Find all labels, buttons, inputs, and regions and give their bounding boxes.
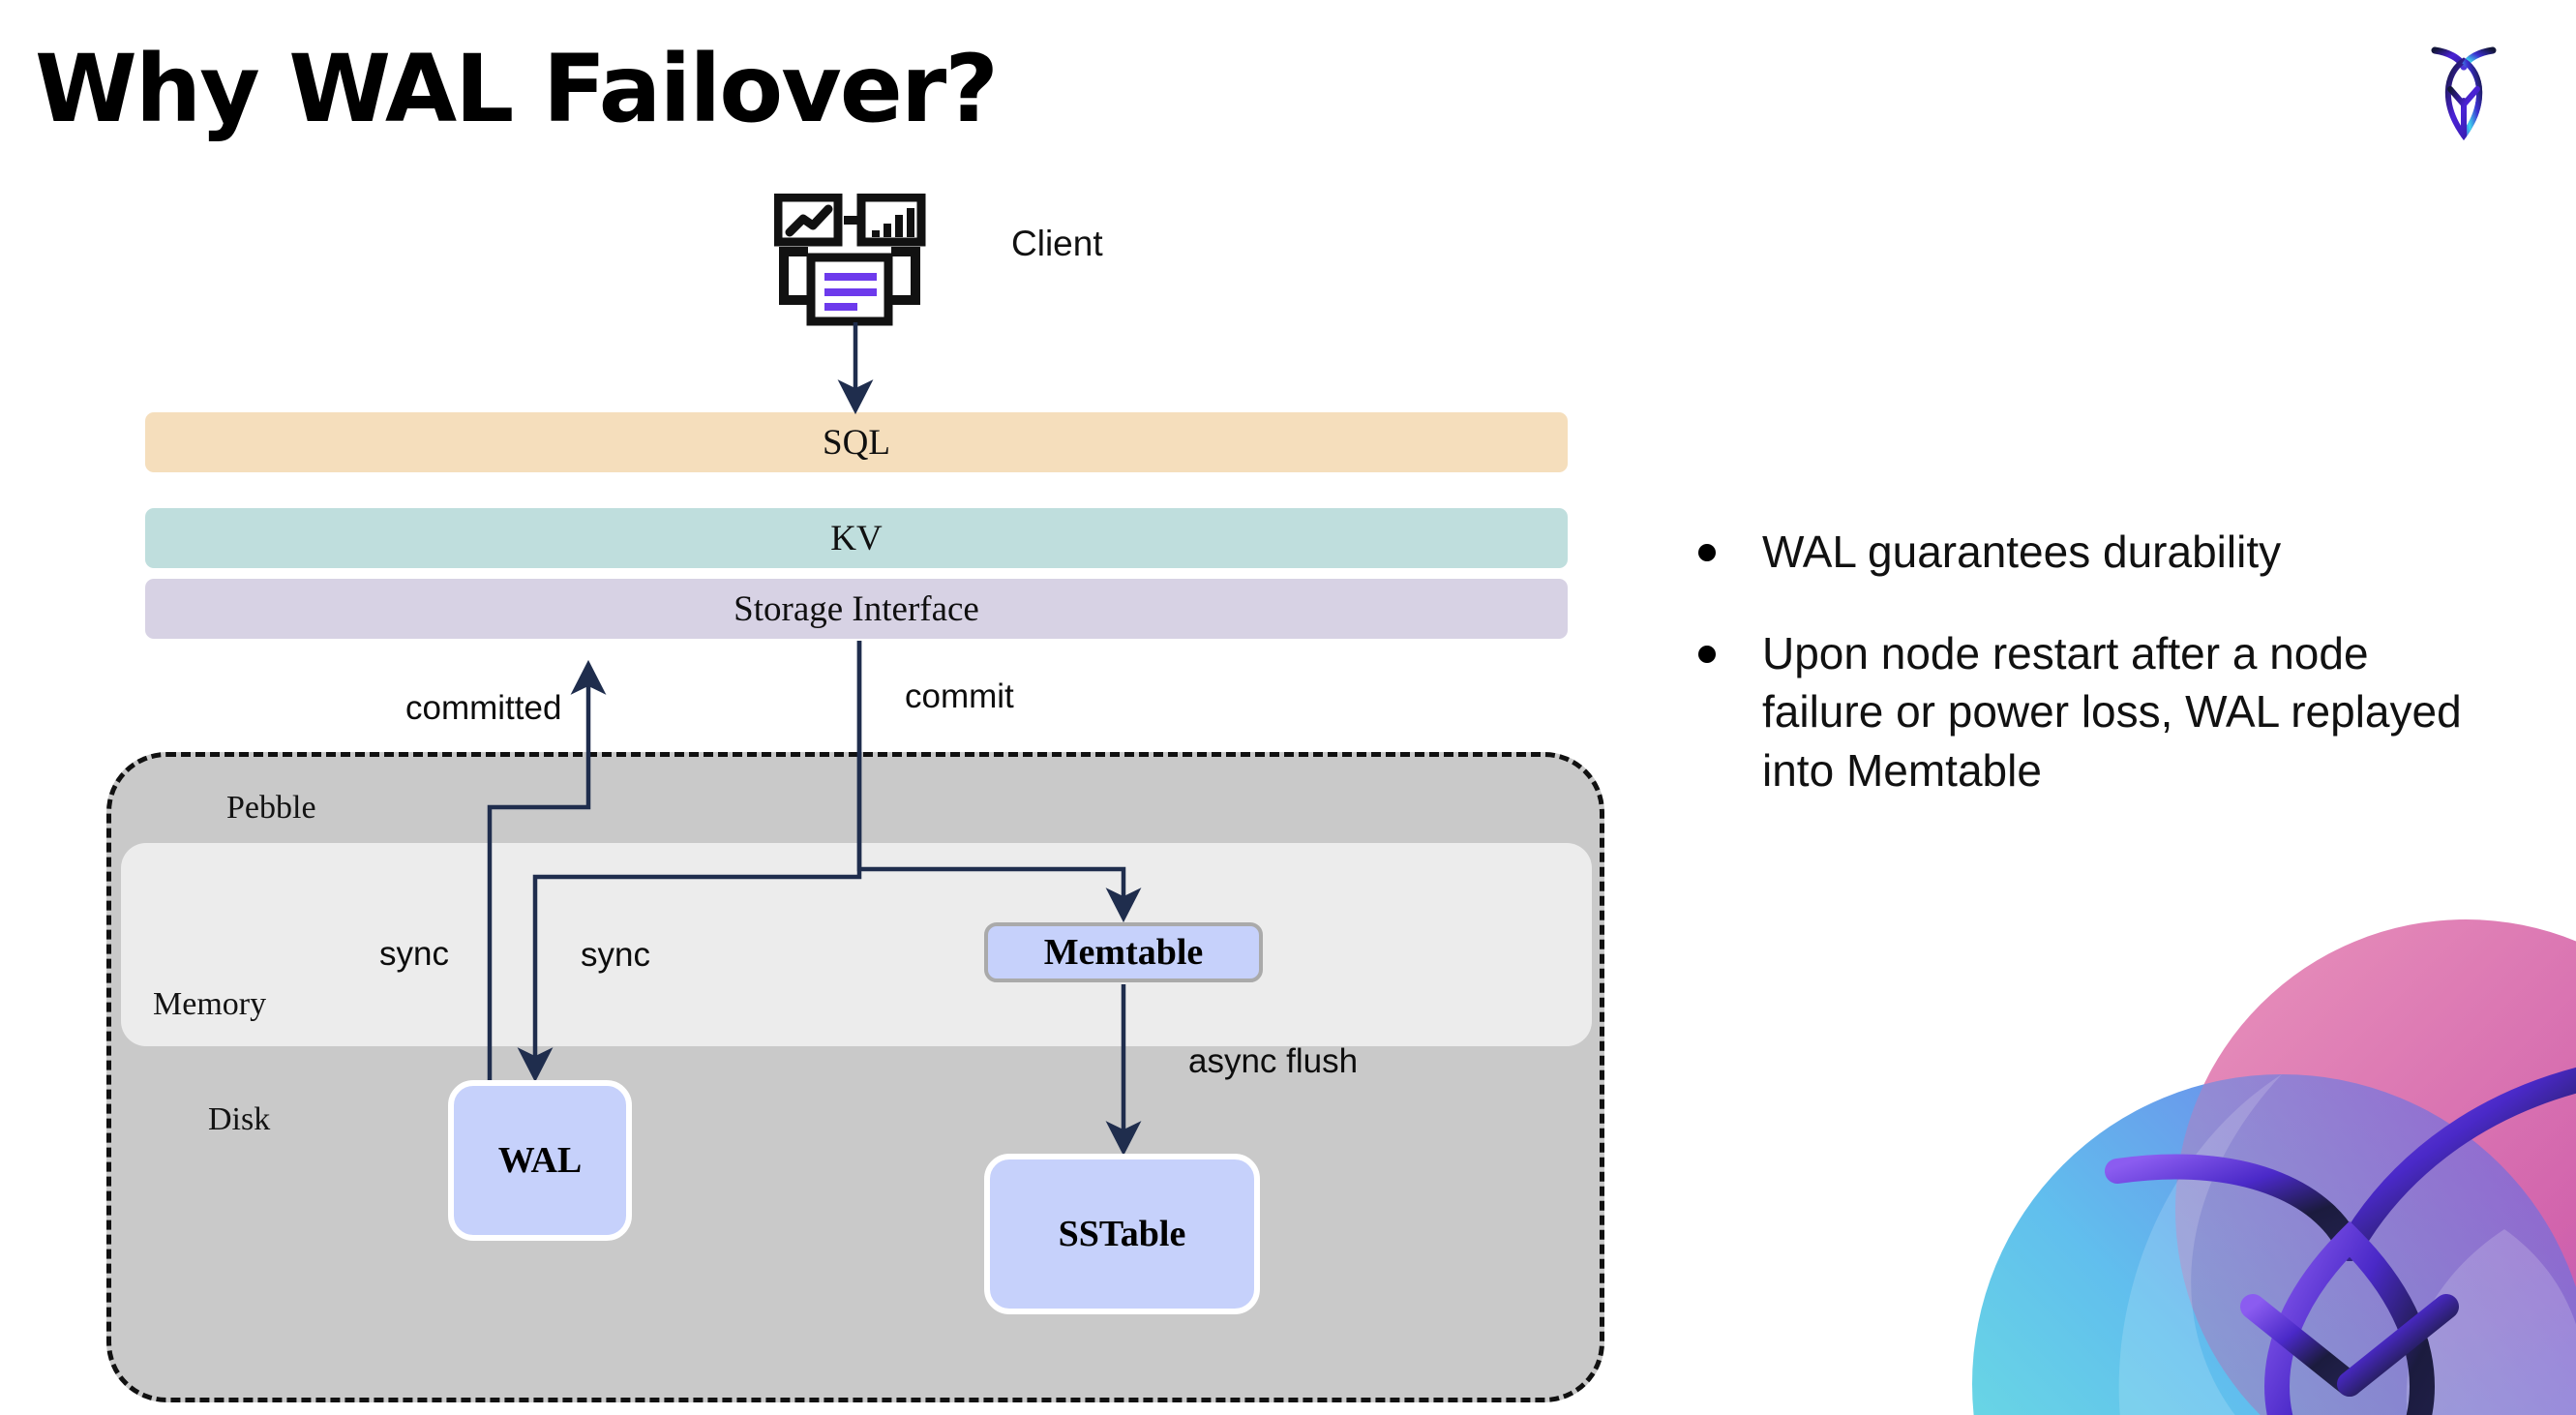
client-label: Client xyxy=(1011,224,1103,263)
edge-label-sync-right: sync xyxy=(581,936,650,974)
zone-label-pebble: Pebble xyxy=(226,790,316,826)
list-item: Upon node restart after a node failure o… xyxy=(1698,624,2472,800)
page-title: Why WAL Failover? xyxy=(35,35,999,143)
edge-label-sync-left: sync xyxy=(379,935,449,973)
edge-label-commit: commit xyxy=(905,677,1014,715)
layer-bar-kv: KV xyxy=(145,508,1568,568)
diagram-edges xyxy=(487,322,1142,1157)
client-analytics-icon xyxy=(773,193,929,329)
architecture-diagram: Client SQL KV Storage Interface Pebble M… xyxy=(106,193,1604,1402)
decorative-brand-graphic xyxy=(1962,919,2576,1415)
bullet-dot-icon xyxy=(1698,645,1716,663)
layer-label-storage: Storage Interface xyxy=(734,588,979,629)
bullet-list: WAL guarantees durability Upon node rest… xyxy=(1698,523,2472,843)
list-item: WAL guarantees durability xyxy=(1698,523,2472,582)
zone-label-disk: Disk xyxy=(208,1101,271,1137)
layer-bar-storage: Storage Interface xyxy=(145,579,1568,639)
node-label-memtable: Memtable xyxy=(1043,932,1204,973)
node-memtable: Memtable xyxy=(984,922,1263,982)
node-sstable: SSTable xyxy=(984,1154,1260,1314)
node-label-wal: WAL xyxy=(497,1140,583,1181)
bullet-text: WAL guarantees durability xyxy=(1762,527,2282,577)
edge-label-async-flush: async flush xyxy=(1188,1042,1359,1080)
layer-bar-sql: SQL xyxy=(145,412,1568,472)
cockroachdb-logo-icon xyxy=(2406,29,2522,145)
bullet-dot-icon xyxy=(1698,544,1716,561)
bullet-text: Upon node restart after a node failure o… xyxy=(1762,627,2462,797)
node-wal: WAL xyxy=(448,1080,632,1241)
layer-label-sql: SQL xyxy=(823,422,890,463)
zone-label-memory: Memory xyxy=(153,986,267,1022)
edge-label-committed: committed xyxy=(405,689,562,727)
node-label-sstable: SSTable xyxy=(1058,1214,1186,1254)
layer-label-kv: KV xyxy=(830,518,883,558)
